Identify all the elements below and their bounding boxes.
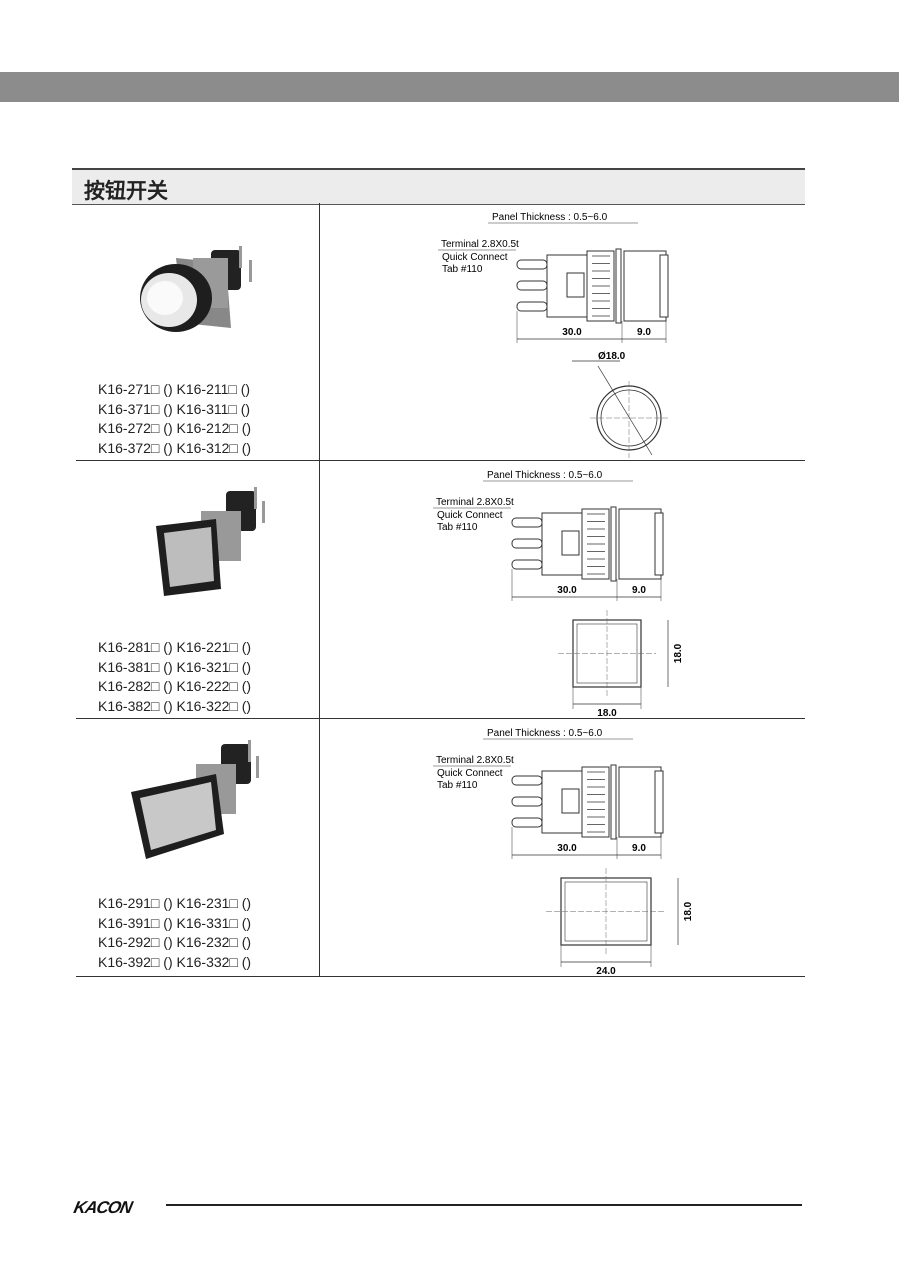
- model-number: K16-271□ () K16-211□ (): [98, 381, 251, 397]
- dim-cap: 9.0: [632, 585, 646, 596]
- dim-length: 30.0: [562, 327, 582, 338]
- quick-connect-label: Quick Connect: [437, 768, 503, 779]
- model-number: K16-391□ () K16-331□ (): [98, 914, 252, 931]
- footer-divider: [166, 1204, 802, 1206]
- model-number: K16-392□ () K16-332□ (): [98, 953, 252, 970]
- product-info: K16-281□ () K16-221□ () K16-381□ () K16-3…: [76, 461, 320, 718]
- dim-length: 30.0: [557, 585, 577, 596]
- model-number: K16-372□ () K16-312□ (): [98, 439, 252, 456]
- model-number: K16-371□ () K16-311□ (): [98, 400, 251, 417]
- section-title: 按钮开关: [84, 179, 168, 203]
- product-photo: [131, 740, 259, 859]
- model-list: K16-281□ () K16-221□ () K16-381□ () K16-3…: [98, 638, 251, 716]
- dimension-drawing: Panel Thickness : 0.5~6.0 Terminal 2.8X0…: [438, 212, 669, 458]
- kacon-logo: KACON: [72, 1198, 134, 1217]
- product-row: K16-281□ () K16-221□ () K16-381□ () K16-3…: [76, 461, 805, 719]
- dim-cap: 9.0: [632, 843, 646, 854]
- section-header: 按钮开关: [72, 168, 805, 205]
- dim-length: 30.0: [557, 843, 577, 854]
- model-number: K16-381□ () K16-321□ (): [98, 658, 252, 675]
- product-photo: [156, 487, 265, 596]
- product-row: K16-291□ () K16-231□ () K16-391□ () K16-3…: [76, 719, 805, 977]
- panel-thickness-label: Panel Thickness : 0.5~6.0: [492, 212, 608, 223]
- quick-connect-label: Quick Connect: [437, 510, 503, 521]
- model-number: K16-292□ () K16-232□ (): [98, 934, 252, 950]
- model-list: K16-291□ () K16-231□ () K16-391□ () K16-3…: [98, 894, 251, 972]
- model-list: K16-271□ () K16-211□ () K16-371□ () K16-3…: [98, 380, 251, 458]
- terminal-label: Terminal 2.8X0.5t: [436, 755, 514, 766]
- model-number: K16-291□ () K16-231□ (): [98, 895, 252, 911]
- tab-label: Tab #110: [437, 780, 478, 791]
- dim-front-width: 18.0: [597, 708, 617, 718]
- product-row: K16-271□ () K16-211□ () K16-371□ () K16-3…: [76, 203, 805, 461]
- model-number: K16-382□ () K16-322□ (): [98, 697, 252, 714]
- quick-connect-label: Quick Connect: [442, 252, 508, 263]
- dimension-drawing: Panel Thickness : 0.5~6.0 Terminal 2.8X0…: [433, 470, 684, 718]
- model-number: K16-282□ () K16-222□ (): [98, 678, 252, 694]
- terminal-label: Terminal 2.8X0.5t: [441, 239, 519, 250]
- dimension-drawing: Panel Thickness : 0.5~6.0 Terminal 2.8X0…: [433, 728, 694, 976]
- dim-cap: 9.0: [637, 327, 651, 338]
- panel-thickness-label: Panel Thickness : 0.5~6.0: [487, 470, 603, 481]
- dim-front-height: 18.0: [673, 643, 684, 663]
- model-number: K16-272□ () K16-212□ (): [98, 420, 252, 436]
- top-bar: [0, 72, 899, 102]
- panel-thickness-label: Panel Thickness : 0.5~6.0: [487, 728, 603, 739]
- tab-label: Tab #110: [437, 522, 478, 533]
- model-number: K16-281□ () K16-221□ (): [98, 639, 252, 655]
- dim-front-height: 18.0: [683, 901, 694, 921]
- product-info: K16-291□ () K16-231□ () K16-391□ () K16-3…: [76, 719, 320, 976]
- tab-label: Tab #110: [442, 264, 483, 275]
- terminal-label: Terminal 2.8X0.5t: [436, 497, 514, 508]
- dim-diameter: Ø18.0: [598, 351, 626, 362]
- product-photo: [140, 246, 252, 332]
- product-info: K16-271□ () K16-211□ () K16-371□ () K16-3…: [76, 203, 320, 460]
- dim-front-width: 24.0: [596, 966, 616, 976]
